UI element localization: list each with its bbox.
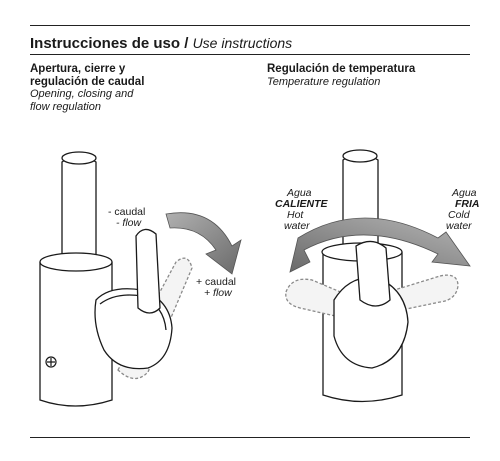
flow-minus-es: - caudal — [108, 206, 145, 218]
title-separator: / — [184, 35, 189, 52]
hot-water-en-2: water — [284, 220, 310, 232]
flow-minus-en: - flow — [116, 217, 143, 229]
flow-subheading-line2: flow regulation — [30, 100, 101, 113]
temperature-subheading: Temperature regulation — [267, 75, 381, 88]
title-english: Use instructions — [192, 35, 293, 51]
title-underline — [30, 54, 470, 55]
temperature-section-heading: Regulación de temperatura Temperature re… — [267, 63, 467, 88]
flow-heading-line2: regulación de caudal — [30, 75, 145, 88]
left-faucet-drawing — [39, 151, 193, 407]
top-rule — [30, 25, 470, 26]
hot-water-en-1: Hot — [287, 209, 304, 221]
cold-water-es-1: Agua — [451, 187, 477, 199]
hot-water-es-1: Agua — [286, 187, 312, 199]
flow-heading-line1: Apertura, cierre y — [30, 63, 126, 75]
cold-water-en-1: Cold — [448, 209, 471, 221]
flow-subheading-line1: Opening, closing and — [30, 88, 134, 100]
right-lever-handle — [355, 240, 391, 307]
bottom-rule — [30, 437, 470, 438]
cold-water-es-2: FRIA — [455, 198, 480, 210]
left-lever-handle — [135, 228, 161, 314]
flow-plus-es: + caudal — [196, 276, 236, 288]
page-title: Instrucciones de uso / Use instructions — [30, 35, 292, 52]
cold-water-en-2: water — [446, 220, 472, 232]
flow-section-heading: Apertura, cierre y regulación de caudal … — [30, 63, 200, 113]
hot-water-es-2: CALIENTE — [275, 198, 328, 210]
left-body — [39, 262, 113, 407]
temperature-arrow — [289, 217, 471, 273]
flow-plus-en: + flow — [204, 287, 233, 299]
right-faucet-drawing — [285, 149, 459, 403]
temperature-heading: Regulación de temperatura — [267, 63, 416, 75]
title-spanish: Instrucciones de uso — [30, 35, 181, 52]
right-ghost-lever-right — [387, 274, 459, 313]
flow-arrow — [165, 212, 242, 275]
tap-logo-icon — [45, 356, 57, 368]
